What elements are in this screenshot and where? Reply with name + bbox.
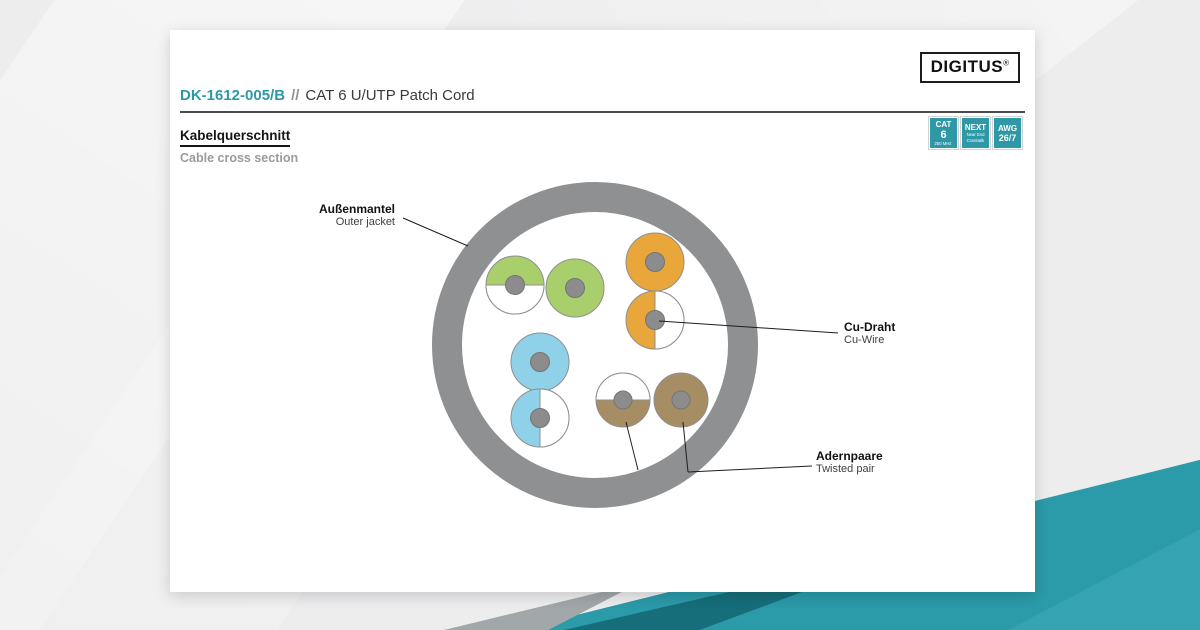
badge-cat6-value: 6 — [940, 128, 947, 141]
wire-core — [645, 252, 665, 272]
cable-cross-section-diagram — [402, 182, 839, 508]
wire-core — [565, 278, 585, 298]
wire-core — [645, 310, 665, 330]
badge-next-subtext-2: Crosstalk — [966, 137, 985, 144]
wire-core — [530, 352, 550, 372]
cu-wire-label: Cu-Draht Cu-Wire — [844, 320, 895, 347]
outer-jacket-label-de: Außenmantel — [318, 202, 395, 216]
cu-wire-label-en: Cu-Wire — [844, 334, 885, 346]
section-heading-de: Kabelquerschnitt — [180, 128, 291, 147]
content-card: DIGITUS® DK-1612-005/B // CAT 6 U/UTP Patc… — [170, 30, 1035, 592]
twisted-pair-label: Adernpaare Twisted pair — [816, 449, 883, 476]
badge-cat6-label: CAT — [935, 119, 952, 129]
wire-brown-stripe-white — [595, 372, 651, 401]
section-heading-en: Cable cross section — [180, 151, 299, 165]
badge-next-subtext-1: Near End — [966, 131, 985, 138]
wire-green-striped — [485, 255, 545, 315]
wire-green-stripe-white — [485, 284, 545, 315]
badge-awg: AWG 26/7 — [993, 117, 1022, 149]
badge-awg-value: 26/7 — [998, 132, 1017, 143]
wire-green-solid — [545, 258, 605, 318]
wire-core — [530, 408, 550, 428]
wire-pair-brown — [595, 372, 709, 428]
digitus-logo: DIGITUS® — [919, 52, 1020, 83]
wire-core — [613, 390, 633, 410]
wire-brown-striped — [595, 372, 651, 428]
wire-blue-stripe-white — [539, 388, 570, 448]
wire-core — [671, 390, 691, 410]
wire-blue-striped — [510, 388, 570, 448]
cu-wire-label-de: Cu-Draht — [844, 320, 896, 334]
registered-mark: ® — [1003, 58, 1009, 68]
section-heading: Kabelquerschnitt Cable cross section — [180, 127, 298, 165]
badge-awg-label: AWG — [997, 123, 1018, 133]
spec-badges: CAT 6 250 MHz NEXT Near End Crosstalk AW… — [929, 117, 1022, 149]
outer-jacket-label-en: Outer jacket — [335, 216, 395, 228]
logo-text: DIGITUS — [930, 57, 1004, 76]
wire-orange-solid — [625, 232, 685, 292]
callout-line-outer-jacket — [402, 217, 469, 247]
callout-line-twisted-pair-3 — [687, 465, 813, 473]
wire-brown-solid — [653, 372, 709, 428]
callout-line-cu-wire — [658, 320, 839, 334]
wire-core — [505, 275, 525, 295]
badge-cat6-subtext: 250 MHz — [934, 140, 952, 147]
callout-line-twisted-pair-1 — [625, 421, 639, 471]
product-code: DK-1612-005/B — [180, 87, 286, 104]
wire-pair-blue — [510, 332, 570, 448]
wire-orange-striped — [625, 290, 685, 350]
wire-blue-solid — [510, 332, 570, 392]
header-rule — [180, 111, 1025, 113]
product-title: CAT 6 U/UTP Patch Cord — [305, 87, 475, 104]
twisted-pair-label-de: Adernpaare — [816, 449, 883, 463]
wire-orange-stripe-white — [654, 290, 685, 350]
wire-pair-orange — [625, 232, 685, 350]
wire-pair-green — [485, 255, 605, 318]
product-header: DK-1612-005/B // CAT 6 U/UTP Patch Cord — [180, 87, 475, 104]
badge-next-label: NEXT — [964, 122, 987, 132]
twisted-pair-label-en: Twisted pair — [816, 463, 875, 475]
outer-jacket-ring — [432, 182, 758, 508]
callout-line-twisted-pair-2 — [682, 421, 689, 473]
outer-jacket-label: Außenmantel Outer jacket — [319, 202, 395, 229]
badge-cat6: CAT 6 250 MHz — [929, 117, 958, 149]
badge-next: NEXT Near End Crosstalk — [961, 117, 990, 149]
header-separator: // — [291, 87, 300, 104]
